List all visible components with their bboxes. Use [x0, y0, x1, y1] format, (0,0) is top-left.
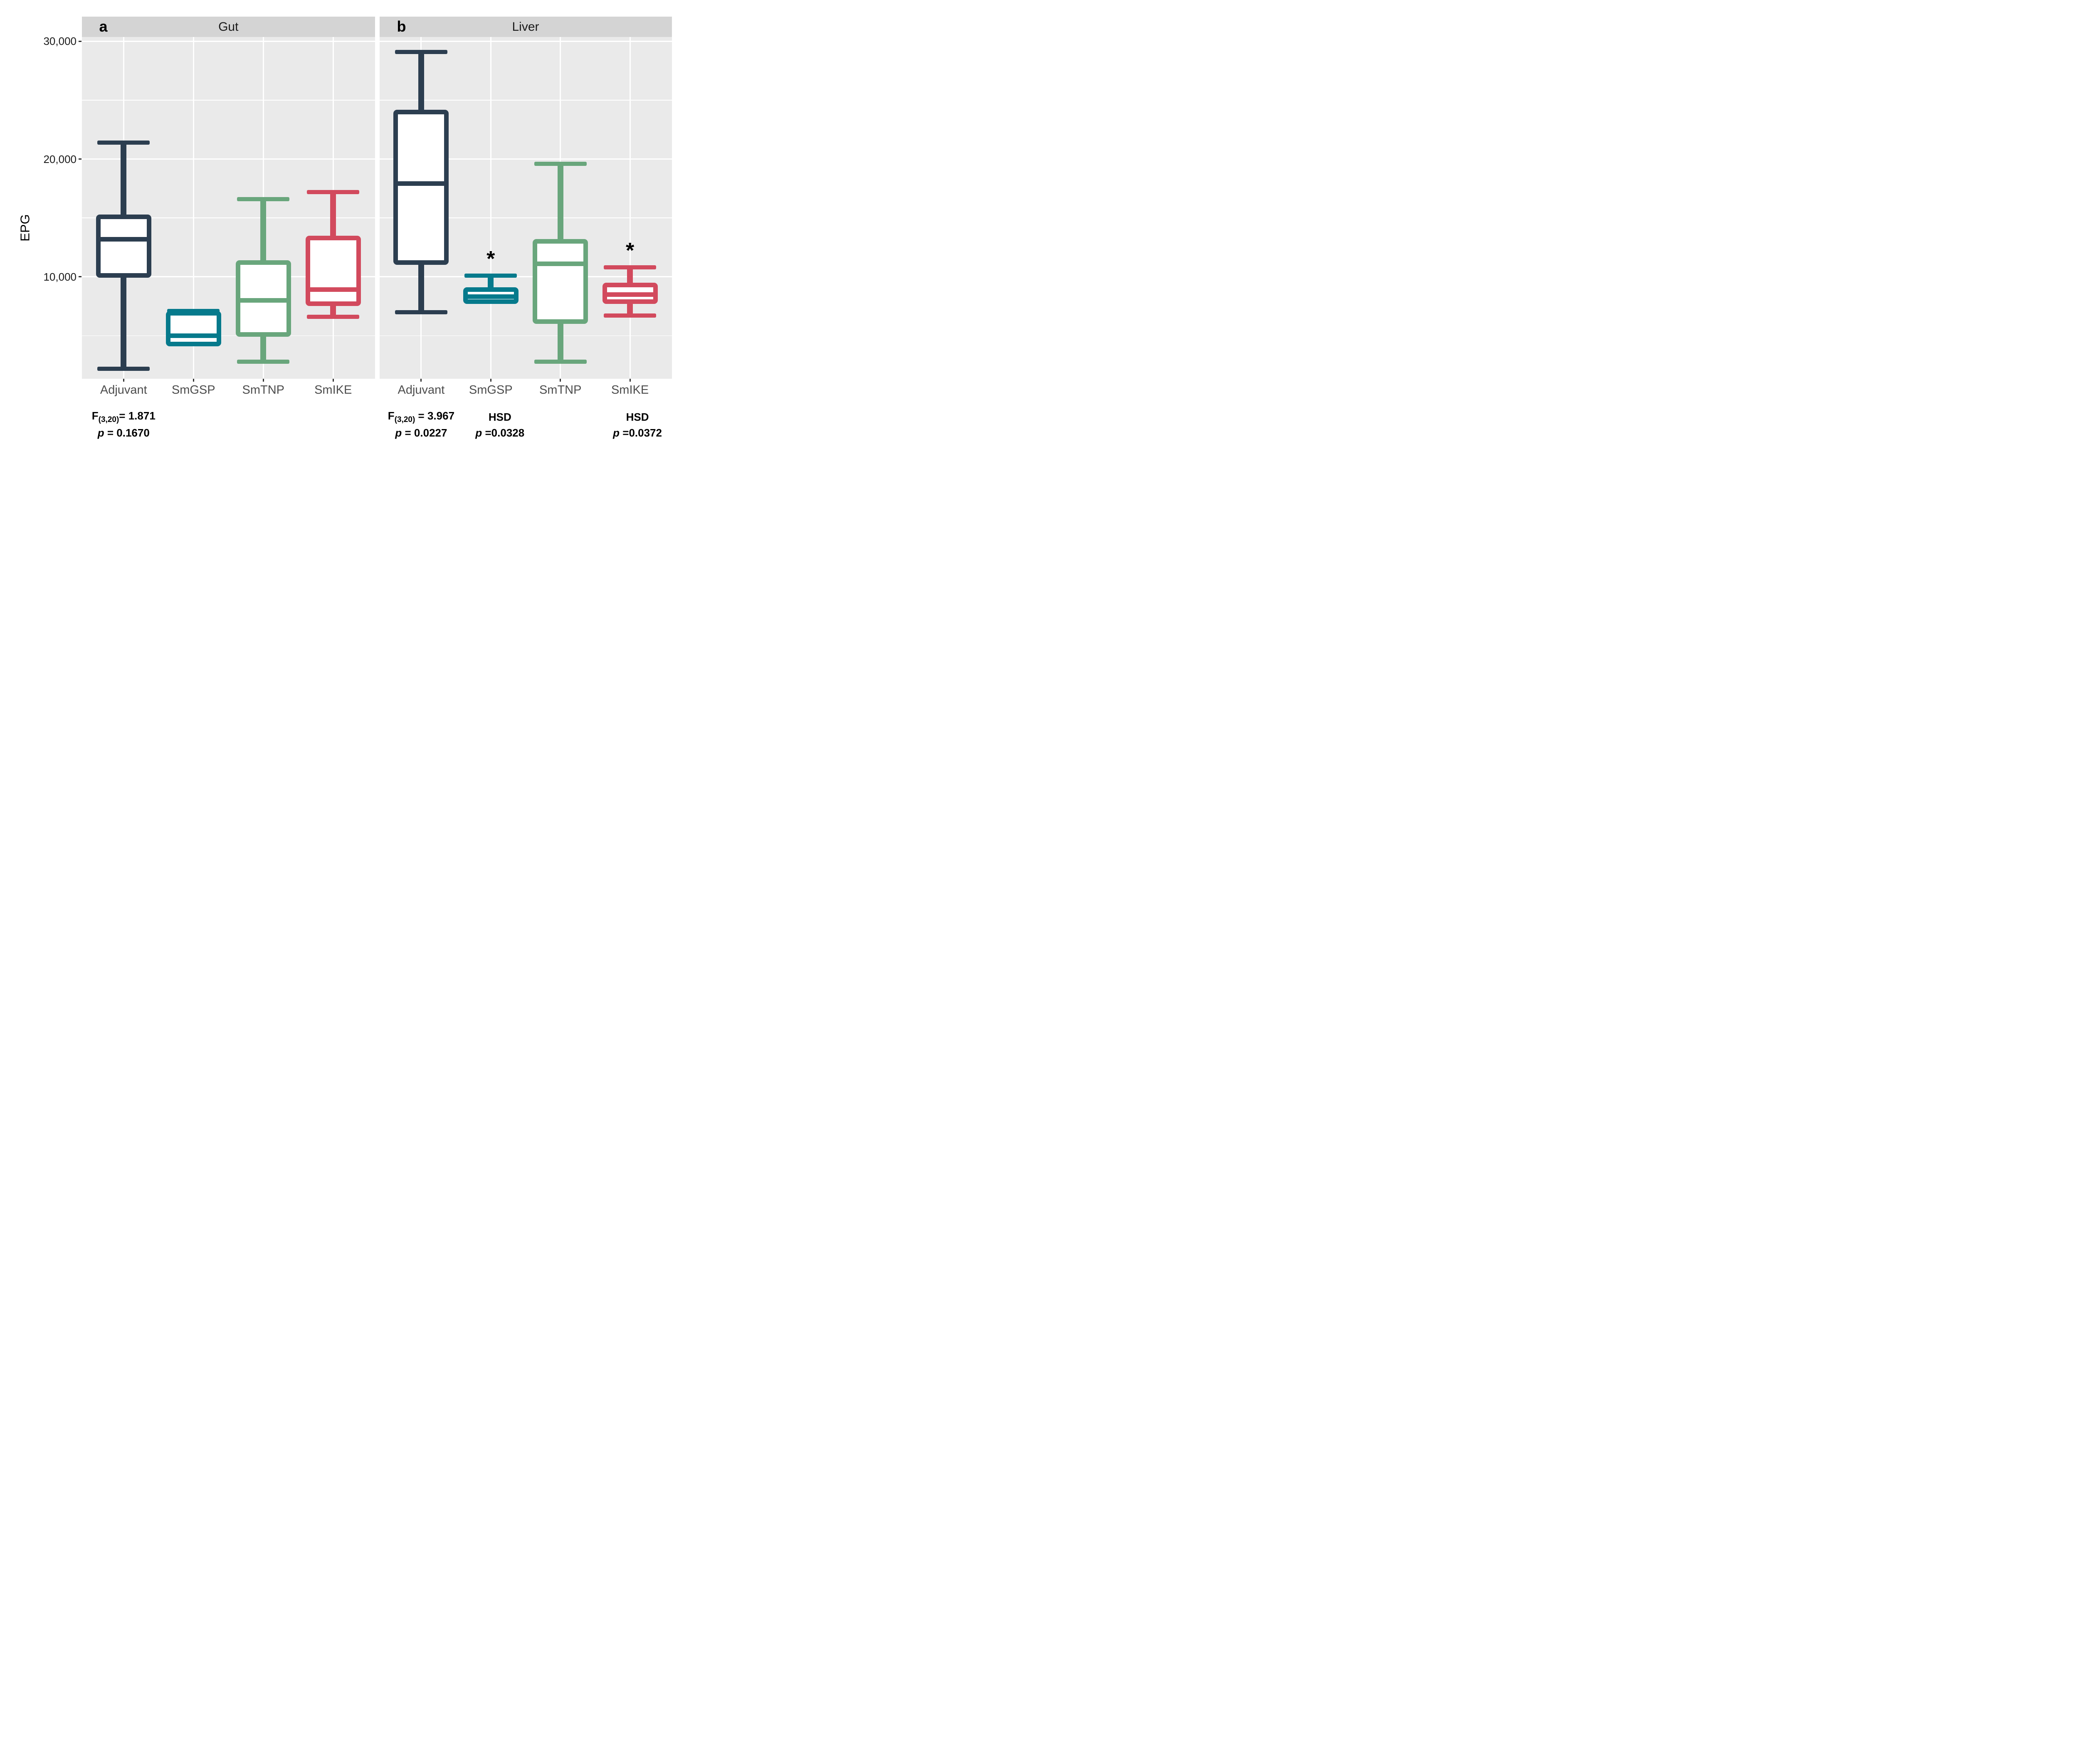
vertical-gridline	[490, 37, 491, 379]
whisker-cap-bottom	[237, 359, 290, 364]
whisker-cap-top	[167, 308, 220, 313]
significance-asterisk: *	[486, 247, 495, 271]
y-tick-label: 10,000	[43, 270, 77, 283]
hsd-title-annotation: HSD	[626, 411, 649, 423]
upper-whisker	[121, 142, 127, 217]
hsd-p-value-annotation: p =0.0328	[475, 427, 525, 439]
median-line	[536, 262, 585, 266]
y-tick-mark	[79, 40, 81, 42]
minor-gridline	[379, 100, 672, 101]
x-tick-mark	[420, 379, 422, 382]
median-line	[309, 287, 357, 292]
f-statistic-annotation: F(3,20)= 1.871	[91, 410, 156, 424]
x-category-label: SmTNP	[539, 383, 582, 397]
whisker-cap-top	[97, 140, 150, 145]
y-axis-title: EPG	[17, 214, 32, 242]
x-category-label: SmTNP	[242, 383, 284, 397]
panel-title: Liver	[512, 20, 539, 34]
x-category-label: SmGSP	[469, 383, 513, 397]
hsd-p-value-annotation: p =0.0372	[613, 427, 662, 439]
major-gridline	[81, 40, 375, 42]
facet-strip: b Liver	[379, 17, 672, 37]
vertical-gridline	[629, 37, 631, 379]
median-line	[397, 181, 445, 186]
y-tick-mark	[79, 276, 81, 278]
upper-whisker	[627, 267, 633, 285]
median-line	[169, 333, 217, 338]
x-tick-mark	[193, 379, 194, 382]
y-tick-label: 20,000	[43, 153, 77, 165]
x-tick-mark	[560, 379, 561, 382]
x-tick-mark	[629, 379, 631, 382]
box-iqr	[393, 109, 449, 265]
whisker-cap-bottom	[395, 310, 447, 314]
box-iqr	[96, 214, 151, 278]
minor-gridline	[81, 100, 375, 101]
lower-whisker	[557, 321, 563, 362]
x-category-label: Adjuvant	[398, 383, 445, 397]
box-iqr	[165, 311, 221, 346]
x-tick-mark	[262, 379, 264, 382]
median-line	[606, 292, 654, 297]
whisker-cap-bottom	[534, 359, 587, 364]
upper-whisker	[330, 192, 336, 238]
vertical-gridline	[193, 37, 194, 379]
major-gridline	[379, 40, 672, 42]
major-gridline	[379, 276, 672, 278]
y-tick-mark	[79, 158, 81, 160]
x-tick-mark	[332, 379, 334, 382]
f-statistic-annotation: F(3,20) = 3.967	[388, 410, 455, 424]
significance-asterisk: *	[625, 239, 635, 263]
whisker-cap-top	[604, 265, 657, 270]
median-line	[99, 237, 148, 242]
whisker-cap-bottom	[307, 315, 360, 319]
x-category-label: SmIKE	[314, 383, 352, 397]
minor-gridline	[379, 217, 672, 218]
upper-whisker	[488, 275, 494, 290]
minor-gridline	[81, 217, 375, 218]
x-tick-mark	[490, 379, 491, 382]
whisker-cap-top	[464, 273, 517, 278]
x-category-label: Adjuvant	[100, 383, 147, 397]
panel-letter: a	[99, 18, 108, 35]
panel-plot-area: **	[379, 37, 672, 379]
box-iqr	[533, 239, 588, 324]
median-line	[239, 298, 287, 303]
p-value-annotation: p = 0.1670	[97, 427, 150, 439]
upper-whisker	[557, 163, 563, 242]
upper-whisker	[260, 199, 267, 263]
p-value-annotation: p = 0.0227	[395, 427, 447, 439]
panel-letter: b	[397, 18, 406, 35]
x-tick-mark	[123, 379, 124, 382]
lower-whisker	[260, 334, 267, 362]
hsd-title-annotation: HSD	[488, 411, 511, 423]
upper-whisker	[418, 52, 424, 112]
whisker-cap-top	[307, 190, 360, 194]
x-category-label: SmGSP	[171, 383, 215, 397]
facet-strip: a Gut	[81, 17, 375, 37]
box-iqr	[305, 235, 361, 306]
whisker-cap-top	[534, 161, 587, 166]
lower-whisker	[627, 301, 633, 316]
panel-plot-area	[81, 37, 375, 379]
major-gridline	[81, 276, 375, 278]
major-gridline	[81, 158, 375, 160]
median-line	[467, 294, 515, 299]
y-tick-label: 30,000	[43, 35, 77, 48]
whisker-cap-bottom	[97, 366, 150, 371]
whisker-cap-top	[395, 49, 447, 54]
lower-whisker	[330, 303, 336, 317]
panel-title: Gut	[218, 20, 239, 34]
major-gridline	[379, 158, 672, 160]
lower-whisker	[121, 275, 127, 369]
whisker-cap-bottom	[604, 313, 657, 318]
x-category-label: SmIKE	[611, 383, 649, 397]
lower-whisker	[418, 262, 424, 312]
whisker-cap-top	[237, 197, 290, 201]
